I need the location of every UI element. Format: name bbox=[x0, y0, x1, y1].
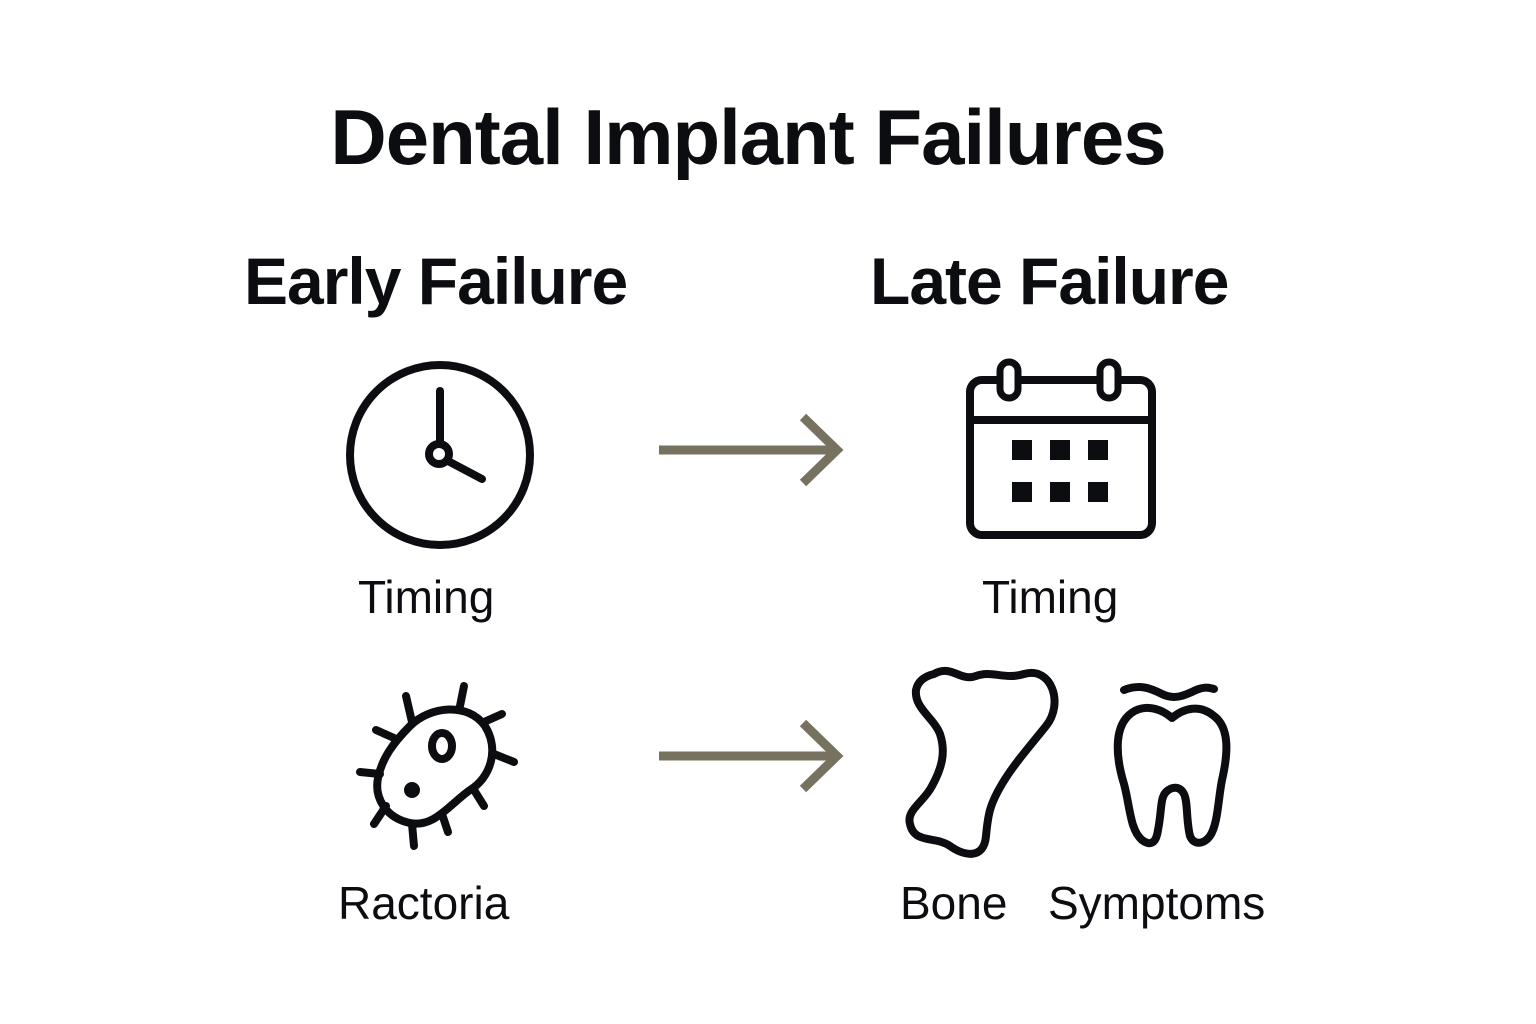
tooth-icon bbox=[1113, 683, 1231, 848]
early-failure-heading: Early Failure bbox=[244, 244, 628, 318]
calendar-icon bbox=[966, 358, 1156, 539]
arrow-right-icon bbox=[659, 719, 844, 793]
late-failure-heading: Late Failure bbox=[870, 244, 1229, 318]
symptoms-label: Symptoms bbox=[1048, 877, 1266, 929]
bone-icon bbox=[905, 666, 1059, 858]
arrow-right-icon bbox=[659, 413, 844, 487]
diagram-title: Dental Implant Failures bbox=[330, 93, 1166, 181]
bone-label: Bone bbox=[900, 877, 1008, 929]
bacteria-icon bbox=[356, 682, 518, 850]
early-timing-label: Timing bbox=[358, 571, 495, 623]
late-timing-label: Timing bbox=[982, 571, 1119, 623]
bacteria-label: Ractoria bbox=[338, 877, 510, 929]
clock-icon bbox=[346, 361, 534, 549]
